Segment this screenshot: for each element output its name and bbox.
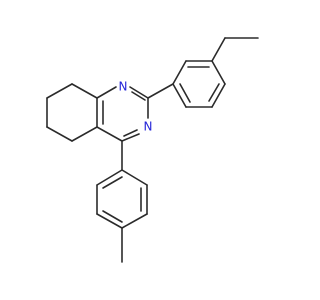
bond bbox=[129, 86, 149, 99]
bond bbox=[131, 91, 146, 101]
bond bbox=[208, 83, 220, 102]
bond bbox=[71, 126, 98, 142]
bond bbox=[96, 213, 123, 229]
bond bbox=[179, 83, 191, 103]
bond bbox=[211, 37, 226, 62]
bond bbox=[96, 169, 123, 186]
molecule-structure: N N bbox=[0, 0, 300, 300]
bond bbox=[96, 86, 117, 99]
bond bbox=[211, 83, 226, 108]
bond bbox=[102, 210, 123, 223]
bond bbox=[121, 133, 140, 142]
bond-layer bbox=[46, 37, 259, 263]
nitrogen-label-n3: N bbox=[144, 120, 153, 134]
bond bbox=[71, 83, 98, 99]
bond bbox=[123, 129, 138, 137]
bond bbox=[46, 83, 73, 99]
atom-labels: N N bbox=[119, 80, 153, 134]
bond bbox=[121, 213, 148, 229]
bond bbox=[96, 126, 123, 142]
bond bbox=[46, 126, 73, 142]
bond bbox=[211, 60, 226, 85]
bond bbox=[147, 83, 174, 99]
bond bbox=[172, 83, 187, 108]
nitrogen-label-n1: N bbox=[119, 80, 128, 94]
bond bbox=[121, 169, 148, 186]
bond bbox=[102, 176, 123, 189]
background bbox=[0, 0, 300, 300]
bond bbox=[172, 60, 187, 85]
